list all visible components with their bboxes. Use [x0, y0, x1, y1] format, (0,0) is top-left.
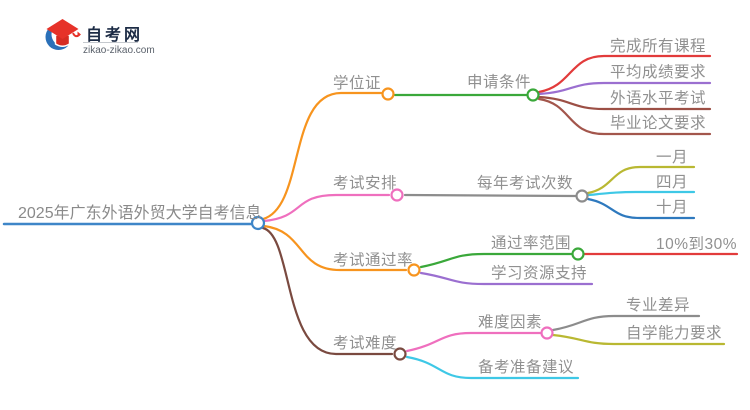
node-foreign-language[interactable]: 外语水平考试 — [610, 90, 707, 107]
collapse-handle-exams-per-year[interactable] — [575, 189, 589, 203]
node-exam-schedule[interactable]: 考试安排 — [333, 175, 398, 192]
node-average-score[interactable]: 平均成绩要求 — [610, 64, 707, 81]
edge-schedule-to-exams-per-year — [403, 193, 577, 198]
node-difficulty[interactable]: 考试难度 — [333, 335, 398, 352]
edge-root-to-pass-rate — [262, 224, 408, 272]
collapse-handle-difficulty[interactable] — [393, 347, 407, 361]
edge-factors-to-self-study-ability — [551, 333, 726, 346]
node-exams-per-year[interactable]: 每年考试次数 — [477, 175, 574, 192]
edge-times-to-october — [586, 197, 696, 220]
edge-root-to-exam-schedule — [262, 193, 391, 223]
node-difficulty-factors[interactable]: 难度因素 — [478, 314, 543, 331]
edge-factors-to-major-difference — [551, 314, 701, 332]
node-rate-value[interactable]: 10%到30% — [656, 236, 738, 253]
site-url: zikao-zikao.com — [83, 45, 155, 56]
edge-root-to-degree — [261, 91, 383, 221]
edge-pass-rate-to-range — [419, 252, 573, 269]
edge-times-to-april — [587, 190, 696, 197]
edge-root-to-difficulty — [261, 226, 394, 356]
node-root[interactable]: 2025年广东外语外贸大学自考信息 — [18, 205, 262, 222]
edge-difficulty-to-preparation-advice — [405, 355, 580, 380]
node-complete-courses[interactable]: 完成所有课程 — [610, 38, 707, 55]
node-pass-rate-range[interactable]: 通过率范围 — [491, 235, 572, 252]
collapse-handle-root[interactable] — [250, 215, 266, 231]
collapse-handle-difficulty-factors[interactable] — [540, 326, 554, 340]
site-logo[interactable]: 自考网 zikao-zikao.com — [40, 12, 155, 60]
node-thesis[interactable]: 毕业论文要求 — [610, 115, 707, 132]
collapse-handle-degree[interactable] — [381, 87, 395, 101]
collapse-handle-pass-rate[interactable] — [407, 263, 421, 277]
collapse-handle-pass-rate-range[interactable] — [571, 247, 585, 261]
node-october[interactable]: 十月 — [656, 199, 689, 216]
node-major-difference[interactable]: 专业差异 — [626, 297, 691, 314]
node-apply-conditions[interactable]: 申请条件 — [467, 74, 532, 91]
node-january[interactable]: 一月 — [656, 149, 689, 166]
node-degree[interactable]: 学位证 — [333, 75, 382, 92]
edge-apply-to-complete-courses — [537, 54, 712, 94]
edge-apply-to-average-score — [537, 81, 712, 96]
edge-pass-rate-to-learning-resources — [419, 271, 594, 286]
collapse-handle-apply-conditions[interactable] — [526, 88, 540, 102]
edge-difficulty-to-factors — [405, 331, 542, 353]
site-name: 自考网 — [86, 27, 144, 44]
node-preparation-advice[interactable]: 备考准备建议 — [478, 359, 575, 376]
node-april[interactable]: 四月 — [656, 174, 689, 191]
node-self-study-ability[interactable]: 自学能力要求 — [626, 325, 723, 342]
node-learning-resources[interactable]: 学习资源支持 — [491, 265, 588, 282]
collapse-handle-exam-schedule[interactable] — [390, 188, 404, 202]
graduation-cap-icon — [45, 19, 81, 50]
edge-times-to-january — [586, 165, 696, 195]
edge-apply-to-foreign-language — [537, 95, 712, 111]
node-pass-rate[interactable]: 考试通过率 — [333, 252, 414, 269]
edge-apply-to-thesis — [537, 97, 712, 136]
logo-divider — [83, 42, 138, 43]
